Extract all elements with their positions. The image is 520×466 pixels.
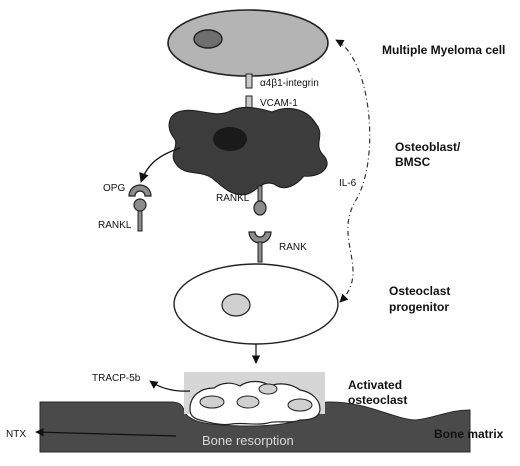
tracp-label: TRACP-5b xyxy=(92,373,141,384)
rankl-center-label: RANKL xyxy=(216,193,250,204)
bone-resorption-label: Bone resorption xyxy=(202,433,294,448)
osteoblast-label-1: Osteoblast/ xyxy=(395,140,461,154)
ntx-label: NTX xyxy=(6,429,26,440)
il6-label: IL-6 xyxy=(339,178,357,189)
progenitor-nucleus xyxy=(221,293,251,317)
integrin-label: α4β1-integrin xyxy=(260,78,319,89)
ntx-arrow xyxy=(35,428,177,437)
osteoblast-label-2: BMSC xyxy=(395,155,431,169)
rank-label: RANK xyxy=(279,242,307,253)
tracp-arrow xyxy=(149,380,191,392)
rankl-left-label: RANKL xyxy=(98,220,132,231)
rankl-center-ligand xyxy=(253,185,267,216)
il6-pathway xyxy=(335,39,371,303)
osteoblast-nucleus xyxy=(213,127,247,151)
activated-osteoclast-label-1: Activated xyxy=(348,378,402,392)
opg-rankl-complex xyxy=(128,184,152,232)
myeloma-cell xyxy=(167,9,329,77)
activated-osteoclast-label-2: osteoclast xyxy=(348,393,407,407)
myeloma-cell-label: Multiple Myeloma cell xyxy=(382,43,505,57)
myeloma-nucleus xyxy=(193,29,223,49)
progenitor-label-1: Osteoclast xyxy=(389,284,450,298)
vcam-label: VCAM-1 xyxy=(260,98,298,109)
osteoclast-progenitor-cell xyxy=(173,263,339,345)
opg-label: OPG xyxy=(103,183,125,194)
opg-arrow xyxy=(139,147,181,183)
rank-receptor xyxy=(248,231,272,263)
integrin-receptor xyxy=(245,73,253,89)
progenitor-label-2: progenitor xyxy=(389,300,449,314)
activated-osteoclast-cell xyxy=(189,380,321,426)
bone-matrix-label: Bone matrix xyxy=(434,427,504,441)
osteoblast-cell xyxy=(168,106,328,196)
